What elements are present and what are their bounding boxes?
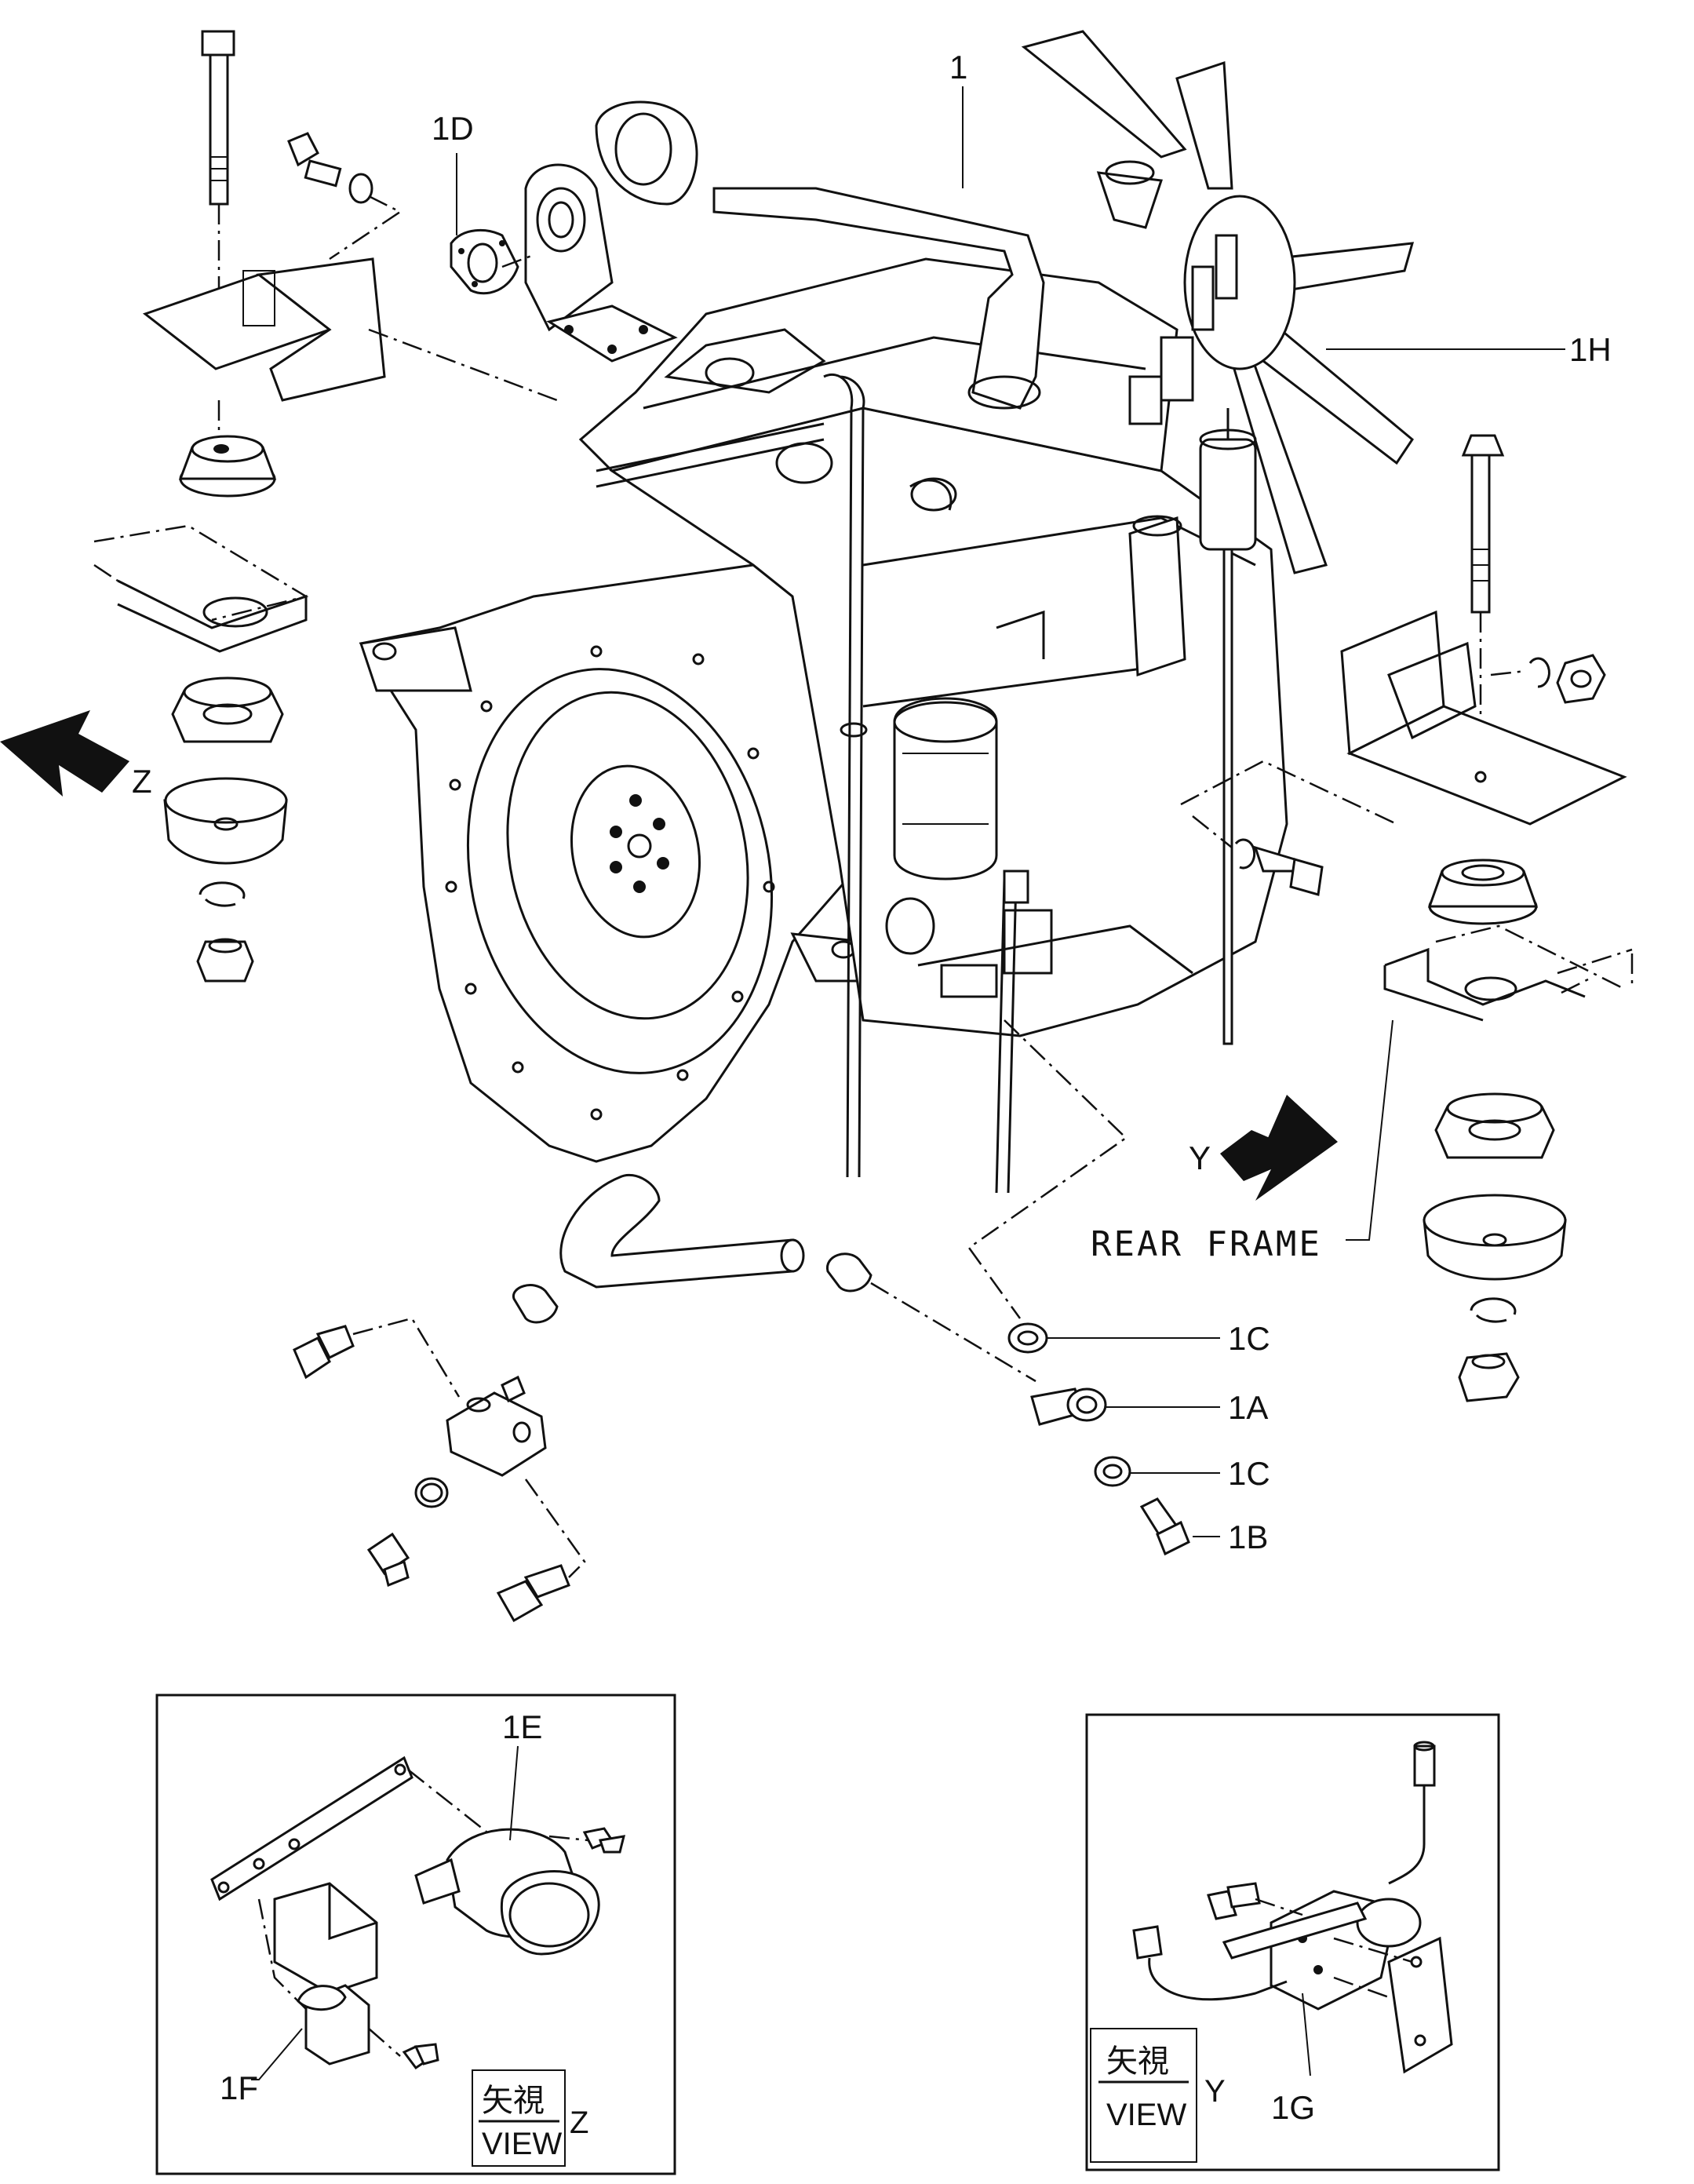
left-rubber-mount-lower: [171, 676, 284, 743]
view-z-arrow-label: Z: [132, 763, 152, 800]
inset-z-title: 矢視 VIEW Z: [472, 2069, 588, 2167]
left-spring-washer: [199, 881, 246, 907]
banjo-bolt-1a: [1030, 1387, 1107, 1426]
plug-1b: [1139, 1497, 1190, 1556]
hose-clamp-upper: [826, 1252, 1036, 1383]
callout-1e: 1E: [502, 1708, 542, 1745]
engine-assembly: [359, 30, 1415, 1194]
sensor-block: [446, 1375, 547, 1477]
left-frame-section: [93, 524, 309, 653]
gasket-1d: [450, 228, 534, 295]
callout-1d: 1D: [432, 110, 474, 147]
inset-y-title-en: VIEW: [1106, 2098, 1186, 2132]
callout-1g: 1G: [1271, 2089, 1315, 2126]
left-mount-small-bolt: [287, 132, 403, 261]
right-frame-section: [1383, 924, 1634, 1022]
right-rubber-mount-lower: [1434, 1092, 1555, 1159]
view-y-arrow-label: Y: [1189, 1139, 1211, 1176]
plug-lower-left: [366, 1532, 410, 1588]
callout-1h: 1H: [1569, 331, 1612, 368]
bolt-upper-left: [293, 1325, 355, 1380]
right-mount-washer-bolt: [1180, 760, 1397, 896]
left-rubber-mount-top: [178, 435, 277, 498]
rubber-hose: [559, 1173, 805, 1289]
inset-view-z: [155, 1694, 676, 2175]
right-spring-washer: [1470, 1297, 1517, 1323]
right-nut: [1458, 1352, 1520, 1402]
view-y-arrow: Y: [1189, 1095, 1338, 1201]
left-mount-cup: [163, 777, 288, 865]
right-mount-cup: [1423, 1194, 1567, 1281]
engine-callout: 1: [949, 49, 967, 86]
o-ring: [414, 1477, 449, 1508]
washer-1c-upper: [1007, 1322, 1048, 1354]
callout-1f: 1F: [220, 2069, 258, 2106]
inset-z-letter: Z: [570, 2106, 588, 2140]
hose-clamp-lower: [512, 1284, 559, 1324]
callout-1c-lower: 1C: [1228, 1455, 1270, 1492]
inset-z-title-en: VIEW: [482, 2127, 562, 2161]
bolt-lower-left: [496, 1564, 570, 1623]
inset-view-y: [1085, 1713, 1500, 2171]
right-rubber-mount-top: [1427, 859, 1539, 925]
callout-1a: 1A: [1228, 1389, 1268, 1426]
washer-1c-lower: [1094, 1456, 1131, 1487]
view-z-arrow: Z: [0, 710, 152, 800]
inset-y-title-jp: 矢視: [1106, 2044, 1169, 2079]
rear-frame-label: REAR FRAME: [1091, 1224, 1322, 1264]
inset-y-title: 矢視 VIEW Y: [1090, 2028, 1226, 2163]
right-mount-bolt: [1461, 434, 1505, 769]
left-mount-bolt: [201, 30, 235, 298]
left-nut: [196, 938, 254, 983]
callout-1c-upper: 1C: [1228, 1320, 1270, 1357]
right-mount-lock-washer: [1490, 657, 1550, 688]
right-mount-nut: [1556, 654, 1606, 704]
inset-z-title-jp: 矢視: [482, 2084, 545, 2118]
right-mount-bracket: [1340, 610, 1627, 826]
inset-y-letter: Y: [1204, 2074, 1226, 2109]
callout-1b: 1B: [1228, 1519, 1268, 1555]
left-mount-bracket: [142, 257, 386, 402]
